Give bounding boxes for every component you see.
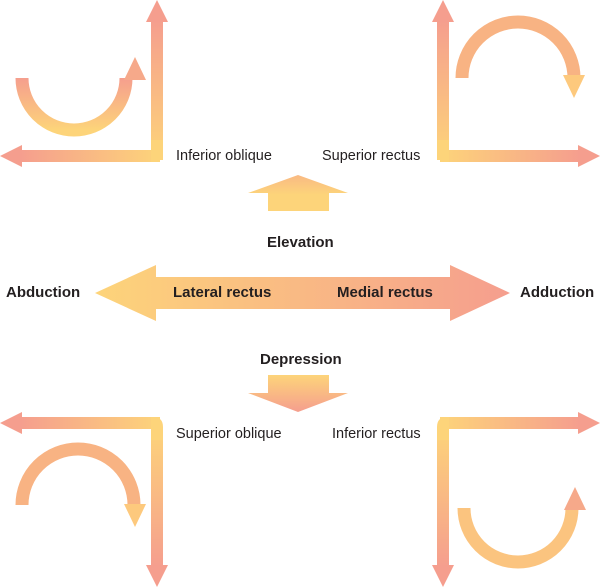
vertical-arrow-down [437,427,449,567]
depression-arrow [248,375,348,412]
label-superior-rectus: Superior rectus [322,148,421,164]
superior-rectus-axes [432,0,600,167]
label-elevation: Elevation [267,234,334,251]
horizontal-arrow-left [20,150,160,162]
arrowhead-left [0,145,22,167]
arrowhead-right [578,412,600,434]
label-depression: Depression [260,351,342,368]
arrowhead-left [0,412,22,434]
horizontal-arrow-right [440,417,580,429]
superior-oblique-rotation-arc [15,442,146,527]
vertical-arrow-up [437,20,449,160]
arc-arrowhead-up [564,487,586,510]
horizontal-double-arrow [95,265,510,321]
superior-rectus-rotation-arc [455,15,585,98]
vertical-arrow-down [151,427,163,567]
arrowhead-down [146,565,168,587]
arc-arrowhead-down [563,75,585,98]
label-superior-oblique: Superior oblique [176,426,282,442]
arrowhead-down [432,565,454,587]
horizontal-arrow-left [20,417,160,429]
arc-arrowhead-down [124,504,146,527]
horizontal-arrow-right [440,150,580,162]
label-inferior-rectus: Inferior rectus [332,426,421,442]
label-abduction: Abduction [6,284,81,301]
elevation-arrow [248,175,348,211]
label-inferior-oblique: Inferior oblique [176,148,272,164]
label-adduction: Adduction [520,284,595,301]
inferior-rectus-axes [432,412,600,587]
inferior-rectus-rotation-arc [457,487,586,569]
label-lateral-rectus: Lateral rectus [173,284,272,301]
arrowhead-up [146,0,168,22]
label-medial-rectus: Medial rectus [337,284,433,301]
superior-oblique-axes [0,412,168,587]
arrowhead-up [432,0,454,22]
arc-arrowhead-up [124,57,146,80]
arrowhead-right [578,145,600,167]
inferior-oblique-rotation-arc [15,57,146,137]
inferior-oblique-axes [0,0,168,167]
